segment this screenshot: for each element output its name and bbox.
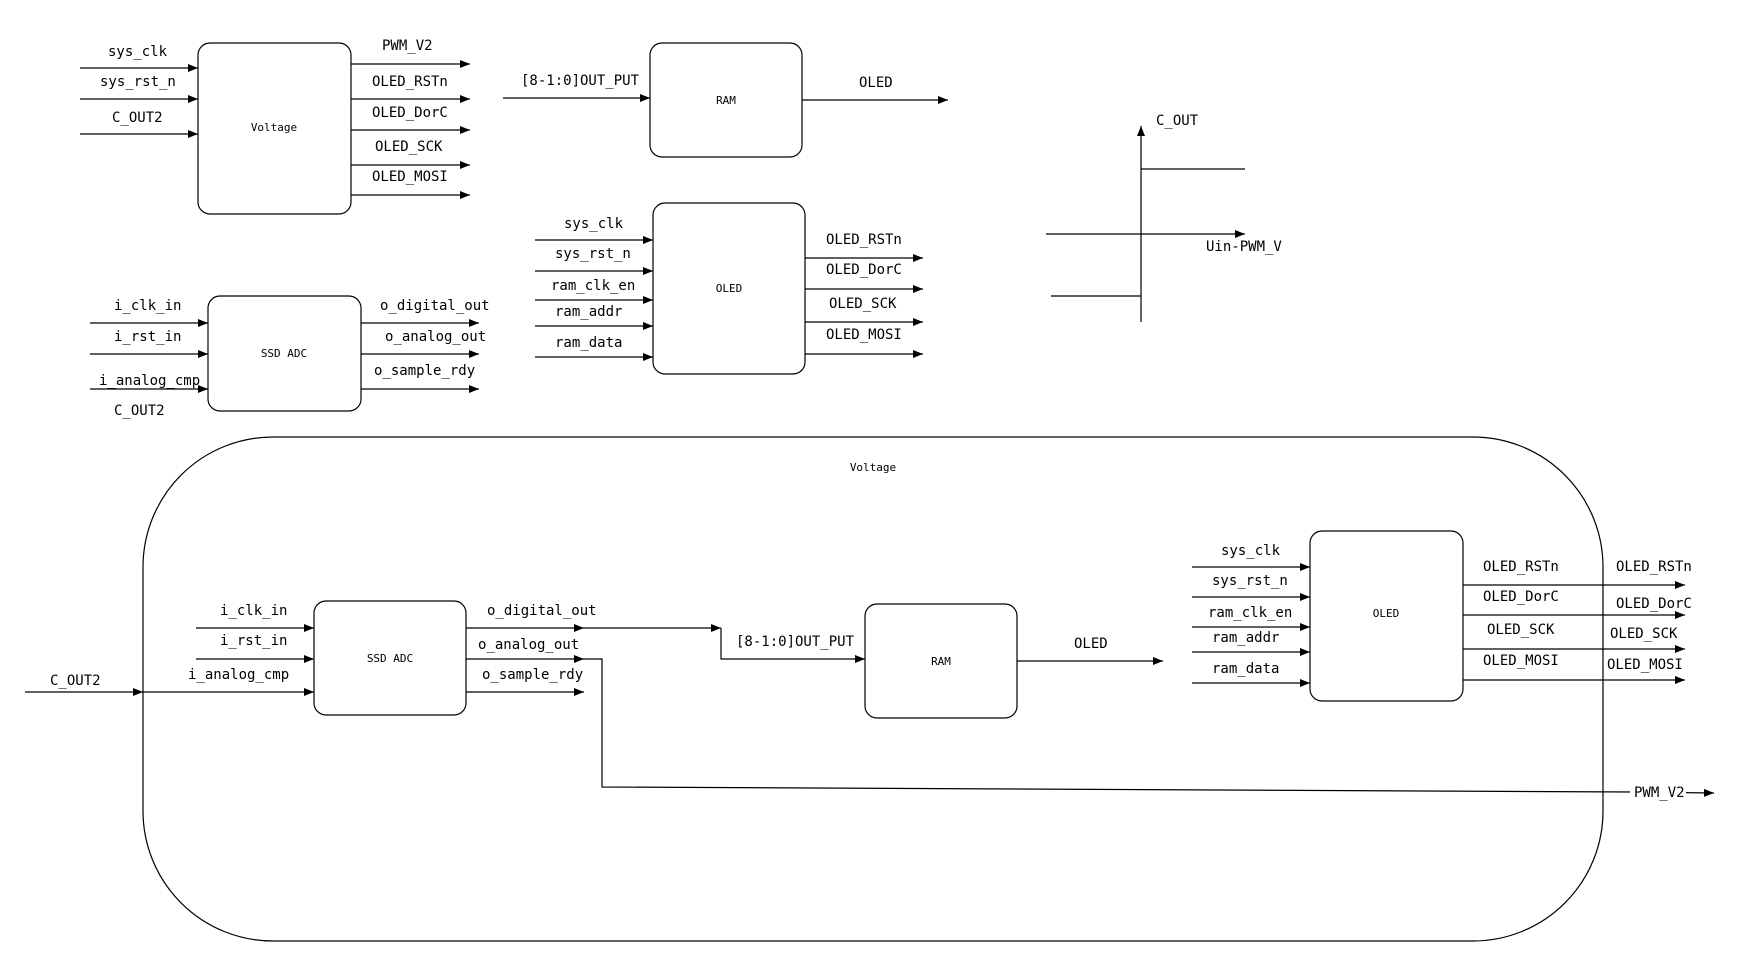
oled-output-label: OLED_SCK xyxy=(829,296,897,312)
voltage-output-label: OLED_RSTn xyxy=(372,74,448,90)
pwm-label-bg xyxy=(1630,782,1686,802)
system-adc-output-label: o_digital_out xyxy=(487,603,597,619)
adc-block: SSD ADC i_clk_in i_rst_in i_analog_cmp C… xyxy=(90,295,490,419)
oled-title: OLED xyxy=(716,282,743,295)
adc-title: SSD ADC xyxy=(261,347,307,360)
voltage-output-label: PWM_V2 xyxy=(382,38,433,54)
oled-input-label: ram_clk_en xyxy=(551,278,635,294)
system-oled-input-label: ram_data xyxy=(1212,661,1279,677)
system-adc-output-label: o_sample_rdy xyxy=(482,667,583,683)
system-title: Voltage xyxy=(850,461,896,474)
system-oled-input-label: ram_addr xyxy=(1212,630,1279,646)
system-oled-output-label: OLED_RSTn xyxy=(1483,559,1559,575)
system-ext-output-label: OLED_DorC xyxy=(1616,596,1692,612)
oled-input-label: sys_rst_n xyxy=(555,246,631,262)
adc-input-label: i_analog_cmp xyxy=(99,373,200,389)
system-adc-input-label: i_rst_in xyxy=(220,633,287,649)
oled-output-label: OLED_MOSI xyxy=(826,327,902,343)
adc-output-label: o_analog_out xyxy=(385,329,486,345)
system-adc-box xyxy=(313,600,467,716)
voltage-box xyxy=(197,42,352,215)
voltage-block: Voltage sys_clk sys_rst_n C_OUT2 PWM_V2 … xyxy=(80,38,470,215)
system-container: Voltage C_OUT2 SSD ADC i_clk_in i_rst_in… xyxy=(25,436,1715,942)
ram-title: RAM xyxy=(716,94,736,107)
system-adc-input-label: i_analog_cmp xyxy=(188,667,289,683)
voltage-output-label: OLED_DorC xyxy=(372,105,448,121)
voltage-input-label: sys_rst_n xyxy=(100,74,176,90)
plot-y-label: C_OUT xyxy=(1156,113,1199,129)
system-oled-output-label: OLED_MOSI xyxy=(1483,653,1559,669)
system-ext-output-label: OLED_MOSI xyxy=(1607,657,1683,673)
voltage-output-label: OLED_SCK xyxy=(375,139,443,155)
oled-block: OLED sys_clk sys_rst_n ram_clk_en ram_ad… xyxy=(535,202,923,375)
oled-output-label: OLED_RSTn xyxy=(826,232,902,248)
voltage-title: Voltage xyxy=(251,121,297,134)
oled-input-label: sys_clk xyxy=(564,216,624,232)
adc-input-label: i_clk_in xyxy=(114,298,181,314)
adc-output-label: o_digital_out xyxy=(380,298,490,314)
voltage-input-label: sys_clk xyxy=(108,44,168,60)
voltage-output-label: OLED_MOSI xyxy=(372,169,448,185)
system-input-label: C_OUT2 xyxy=(50,673,101,689)
adc-note-label: C_OUT2 xyxy=(114,403,165,419)
oled-output-label: OLED_DorC xyxy=(826,262,902,278)
system-oled-input-label: sys_clk xyxy=(1221,543,1281,559)
comparator-plot: C_OUT Uin-PWM_V xyxy=(1046,113,1282,322)
system-adc-title: SSD ADC xyxy=(367,652,413,665)
oled-input-label: ram_data xyxy=(555,335,622,351)
oled-input-label: ram_addr xyxy=(555,304,622,320)
ram-input-label: [8-1:0]OUT_PUT xyxy=(521,73,640,89)
system-adc-output-label: o_analog_out xyxy=(478,637,579,653)
system-oled-title: OLED xyxy=(1373,607,1400,620)
system-ram-input-label: [8-1:0]OUT_PUT xyxy=(736,634,855,650)
ram-input-wire xyxy=(720,628,865,663)
system-ext-output-label: OLED_SCK xyxy=(1610,626,1678,642)
system-adc-input-label: i_clk_in xyxy=(220,603,287,619)
system-pwm-label: PWM_V2 xyxy=(1634,785,1685,801)
system-ext-output-label: OLED_RSTn xyxy=(1616,559,1692,575)
adc-input-label: i_rst_in xyxy=(114,329,181,345)
system-ram-title: RAM xyxy=(931,655,951,668)
system-oled-input-label: ram_clk_en xyxy=(1208,605,1292,621)
voltage-input-label: C_OUT2 xyxy=(112,110,163,126)
ram-block: RAM [8-1:0]OUT_PUT OLED xyxy=(503,42,948,158)
system-oled-output-label: OLED_DorC xyxy=(1483,589,1559,605)
system-oled-output-label: OLED_SCK xyxy=(1487,622,1555,638)
system-ram-output-label: OLED xyxy=(1074,636,1108,652)
ram-output-label: OLED xyxy=(859,75,893,91)
plot-x-label: Uin-PWM_V xyxy=(1206,239,1282,255)
system-oled-box xyxy=(1309,530,1464,702)
system-oled-input-label: sys_rst_n xyxy=(1212,573,1288,589)
adc-output-label: o_sample_rdy xyxy=(374,363,475,379)
